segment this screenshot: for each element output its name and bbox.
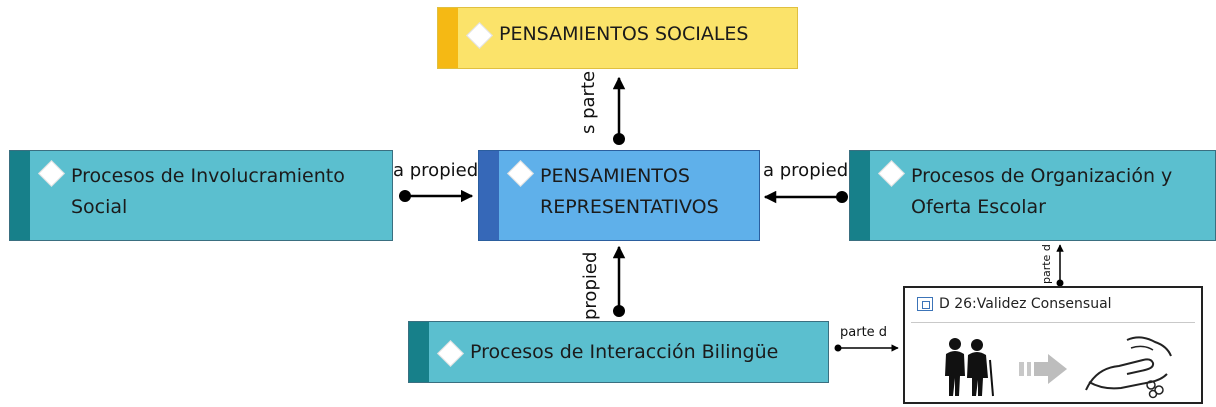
diamond-icon: [878, 160, 905, 187]
connector-left-dot: [399, 190, 411, 202]
node-label: Procesos de Organización y Oferta Escola…: [911, 165, 1173, 218]
card-title: D 26:Validez Consensual: [939, 296, 1112, 312]
node-label: PENSAMIENTOS SOCIALES: [499, 22, 749, 45]
node-stripe: [409, 322, 429, 382]
node-procesos-involucramiento-social[interactable]: Procesos de Involucramiento Social: [9, 150, 393, 241]
node-pensamientos-representativos[interactable]: PENSAMIENTOS REPRESENTATIVOS: [478, 150, 760, 241]
connector-card-left-dot: [834, 344, 842, 352]
node-label: Procesos de Involucramiento Social: [71, 165, 345, 218]
diamond-icon: [507, 160, 534, 187]
connector-card-up-label: parte d: [1040, 244, 1053, 284]
connector-right-dot: [836, 191, 848, 203]
connector-top-label: s parte d: [578, 70, 599, 134]
node-pensamientos-sociales[interactable]: PENSAMIENTOS SOCIALES: [437, 7, 798, 69]
node-stripe: [10, 151, 30, 240]
node-stripe: [479, 151, 499, 240]
connector-left-label: a propied: [393, 159, 478, 183]
node-label: Procesos de Interacción Bilingüe: [470, 340, 779, 363]
connector-bottom-dot: [613, 305, 625, 317]
document-card[interactable]: D 26:Validez Consensual: [903, 286, 1203, 404]
connector-right-label: a propied: [763, 159, 849, 183]
connector-top-dot: [613, 133, 625, 145]
hand-giving-icon: [1085, 336, 1172, 399]
elderly-couple-icon: [945, 338, 994, 397]
document-icon: [917, 297, 933, 311]
node-label: PENSAMIENTOS REPRESENTATIVOS: [540, 165, 719, 218]
diamond-icon: [437, 340, 464, 367]
node-stripe: [438, 8, 458, 68]
arrow-right-icon: [1019, 354, 1067, 384]
connector-bottom-label: propied: [580, 251, 601, 320]
connector-card-left-label: parte d: [840, 325, 888, 340]
node-procesos-interaccion-bilingue[interactable]: Procesos de Interacción Bilingüe: [408, 321, 829, 383]
diamond-icon: [38, 160, 65, 187]
node-stripe: [850, 151, 870, 240]
connector-card-up-dot: [1056, 279, 1064, 287]
card-divider: [911, 322, 1195, 323]
node-procesos-organizacion-oferta-escolar[interactable]: Procesos de Organización y Oferta Escola…: [849, 150, 1216, 241]
diamond-icon: [466, 22, 493, 49]
